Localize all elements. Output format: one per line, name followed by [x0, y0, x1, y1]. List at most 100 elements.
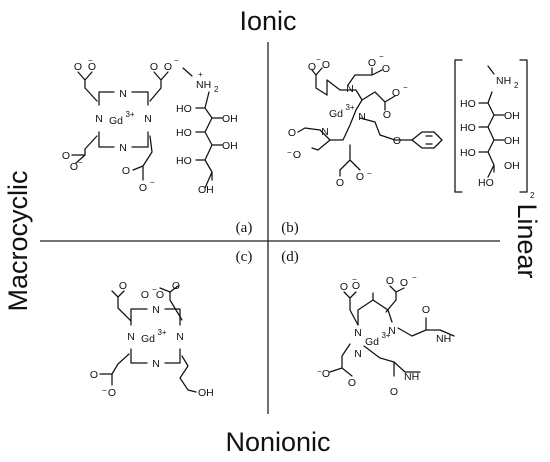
svg-text:HO: HO — [176, 103, 192, 115]
svg-text:NH: NH — [496, 75, 511, 87]
svg-text:OH: OH — [222, 113, 238, 125]
panel-label-c: (c) — [236, 249, 253, 265]
axis-label-linear: Linear — [512, 203, 542, 278]
bopta-chelate — [297, 67, 443, 177]
svg-text:O: O — [150, 61, 158, 73]
svg-text:−: − — [367, 169, 372, 178]
svg-text:−: − — [317, 367, 322, 376]
gd-ion: Gd 3+ — [109, 110, 135, 127]
svg-text:−: − — [412, 273, 417, 282]
svg-text:O: O — [141, 289, 149, 301]
svg-text:O: O — [390, 386, 398, 398]
svg-text:O: O — [383, 109, 391, 121]
svg-text:NH: NH — [436, 333, 451, 345]
svg-text:2: 2 — [214, 85, 219, 94]
svg-text:N: N — [321, 126, 329, 138]
svg-text:OH: OH — [198, 387, 214, 399]
axis-label-macrocyclic: Macrocyclic — [3, 170, 33, 311]
svg-text:O: O — [288, 127, 296, 139]
axis-label-nonionic: Nonionic — [225, 427, 330, 457]
svg-text:O: O — [322, 59, 330, 71]
svg-text:HO: HO — [176, 127, 192, 139]
svg-text:O: O — [336, 177, 344, 189]
meglumine-dimer: NH 2 HO OH HO OH HO OH HO 2 — [454, 59, 535, 200]
panel-label-d: (d) — [281, 249, 299, 265]
svg-text:−: − — [150, 178, 155, 187]
svg-text:NH: NH — [196, 79, 211, 91]
carboxylate-oxygens: O − O O O − O O − O O − — [62, 56, 179, 194]
svg-text:HO: HO — [460, 122, 476, 134]
svg-text:Gd: Gd — [329, 108, 343, 120]
svg-text:O: O — [393, 135, 401, 147]
svg-text:Gd: Gd — [141, 333, 155, 345]
svg-text:O: O — [348, 377, 356, 389]
svg-text:O: O — [62, 150, 70, 162]
svg-text:NH: NH — [404, 371, 419, 383]
svg-text:HO: HO — [176, 155, 192, 167]
svg-text:N: N — [358, 111, 366, 123]
svg-text:O: O — [119, 280, 127, 292]
svg-text:−: − — [403, 83, 408, 92]
svg-text:O: O — [392, 87, 400, 99]
svg-text:O: O — [293, 149, 301, 161]
svg-text:+: + — [198, 70, 203, 79]
svg-text:N: N — [354, 327, 362, 339]
svg-text:N: N — [144, 113, 152, 125]
svg-text:O: O — [156, 289, 164, 301]
svg-text:O: O — [74, 61, 82, 73]
svg-text:OH: OH — [504, 135, 520, 147]
svg-text:O: O — [356, 171, 364, 183]
svg-text:Gd: Gd — [109, 115, 123, 127]
svg-text:N: N — [119, 142, 127, 154]
svg-text:−: − — [287, 148, 292, 157]
panel-label-b: (b) — [281, 220, 299, 236]
svg-text:N: N — [152, 358, 160, 370]
svg-text:3+: 3+ — [125, 110, 134, 119]
svg-text:N: N — [95, 113, 103, 125]
svg-text:O: O — [352, 280, 360, 292]
hpdo3a-atoms: O O − O O N N N N Gd 3+ O O − OH — [90, 280, 214, 399]
svg-text:O: O — [400, 277, 408, 289]
svg-text:O: O — [70, 161, 78, 173]
svg-text:−: − — [102, 386, 107, 395]
svg-text:O: O — [172, 280, 180, 292]
svg-text:−: − — [352, 275, 357, 284]
bracket-subscript: 2 — [530, 191, 535, 200]
svg-text:O: O — [382, 63, 390, 75]
svg-text:OH: OH — [504, 160, 520, 172]
structure-macrocyclic-nonionic: O O − O O N N N N Gd 3+ O O − OH — [90, 280, 214, 399]
svg-text:2: 2 — [514, 81, 519, 90]
svg-text:−: − — [88, 56, 93, 65]
svg-text:−: − — [152, 285, 157, 294]
svg-text:O: O — [340, 281, 348, 293]
svg-text:OH: OH — [198, 184, 214, 196]
svg-text:O: O — [164, 61, 172, 73]
svg-text:N: N — [354, 348, 362, 360]
structure-macrocyclic-ionic: N N N N Gd 3+ O − O O O − O O − O O − NH… — [62, 56, 238, 196]
svg-text:O: O — [122, 165, 130, 177]
hpdo3a-ring — [99, 285, 197, 393]
meglumine-cation: NH 2 + HO OH HO OH HO OH — [176, 67, 238, 196]
svg-text:Gd: Gd — [365, 336, 379, 348]
svg-text:O: O — [88, 61, 96, 73]
svg-text:OH: OH — [504, 110, 520, 122]
svg-text:3+: 3+ — [381, 331, 390, 340]
svg-text:−: − — [78, 158, 83, 167]
svg-text:3+: 3+ — [345, 103, 354, 112]
structure-linear-ionic: O − O O − O O − O N N N Gd 3+ O O O − O … — [287, 52, 535, 200]
svg-text:O: O — [386, 275, 394, 287]
svg-text:−: − — [379, 52, 384, 61]
svg-text:−: − — [174, 56, 179, 65]
svg-text:O: O — [108, 387, 116, 399]
svg-text:N: N — [176, 331, 184, 343]
ring-nitrogen-atoms: N N N N — [95, 88, 152, 154]
svg-text:O: O — [322, 368, 330, 380]
svg-text:3+: 3+ — [157, 328, 166, 337]
svg-text:O: O — [422, 304, 430, 316]
dtpabma-atoms: O − O O O − N N N Gd 3+ O NH O − O NH O — [317, 273, 451, 398]
svg-text:N: N — [152, 304, 160, 316]
svg-text:HO: HO — [478, 177, 494, 189]
svg-text:N: N — [127, 331, 135, 343]
svg-text:OH: OH — [222, 140, 238, 152]
